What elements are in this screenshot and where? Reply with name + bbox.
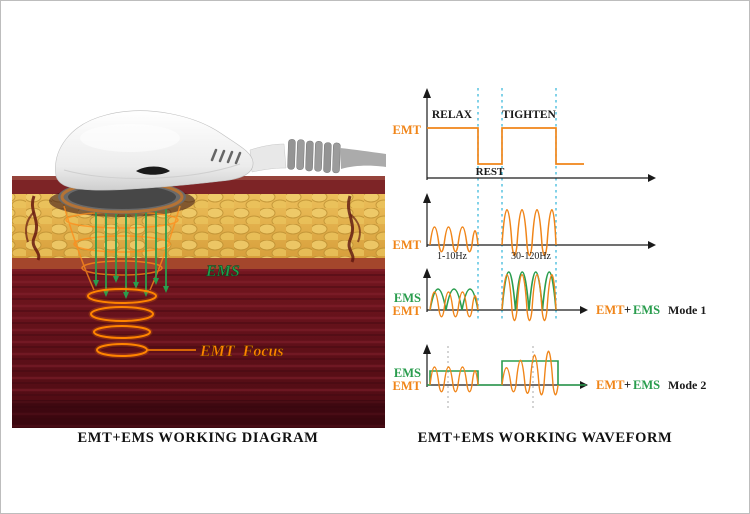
head-coil [68,185,176,209]
panel4-emt-wave [429,350,559,396]
panel3-ems-label: EMS [394,291,421,305]
vessel-left-branch [25,211,35,243]
waveform-chart: EMT RELAX TIGHTEN REST EMT 1-10Hz 30-120… [393,88,706,408]
freq-low-label: 1-10Hz [437,251,468,262]
muscle-deep-shadow [12,400,385,428]
panel4-ems-label: EMS [394,366,421,380]
cable-rib-collar [287,139,341,174]
panel3-x-arrow-icon [580,306,588,314]
tissue-cross-section [12,176,385,428]
brand-logo-icon [136,166,170,175]
panel2-emt-label: EMT [393,238,422,252]
handpiece [55,110,386,214]
relax-label: RELAX [432,109,473,121]
mode2-emt-label: EMT [596,378,625,392]
mode1-ems-label: EMS [633,303,660,317]
device-illustration: EMS EMT Focus [12,110,386,428]
emt-focus-label: EMT Focus [199,343,284,360]
caption-left: EMT+EMS WORKING DIAGRAM [78,430,319,446]
vent-slits [210,148,242,165]
panel2-x-arrow-icon [648,241,656,249]
panel1-x-arrow-icon [648,174,656,182]
panel2-low-freq-wave [429,226,479,253]
panel2-high-freq-wave [501,209,557,257]
emt-focus-rings [85,286,159,359]
body-highlight [80,124,180,152]
rest-label: REST [476,166,505,178]
panel1-square-wave [427,127,584,165]
mode2-name: Mode 2 [668,378,706,392]
grey-gridlines [447,346,534,408]
panel4-ems-envelope [427,360,586,386]
panel2-y-arrow-icon [423,193,431,203]
panel4-emt-label: EMT [393,379,422,393]
panel3-emt-wave [429,274,557,322]
panel3-ems-envelope [429,271,557,311]
body-seam [63,163,241,179]
cyan-gridlines [477,88,557,320]
panel1-emt-label: EMT [393,123,422,137]
mode2-ems-label: EMS [633,378,660,392]
panel4: EMS EMT EMT + EMS Mode 2 [393,344,706,396]
panel4-y-arrow-icon [423,344,431,354]
panel3: EMS EMT EMT + EMS Mode 1 [393,268,706,322]
tighten-label: TIGHTEN [502,109,556,121]
mode1-emt-label: EMT [596,303,625,317]
freq-high-label: 30-120Hz [511,251,552,262]
panel3-y-arrow-icon [423,268,431,278]
handle-neck [249,143,287,173]
mode1-name: Mode 1 [668,303,706,317]
vessel-right-branch [349,213,361,243]
mode1-plus: + [624,303,631,317]
ems-arrows [93,202,169,299]
panel1-y-arrow-icon [423,88,431,98]
panel3-emt-label: EMT [393,304,422,318]
caption-right: EMT+EMS WORKING WAVEFORM [418,430,673,446]
cable [340,148,386,169]
membrane-layer [12,258,385,269]
mode2-plus: + [624,378,631,392]
panel1: EMT RELAX TIGHTEN REST [393,88,656,182]
vessel-right [347,195,355,263]
panel2: EMT 1-10Hz 30-120Hz [393,193,656,262]
ems-label: EMS [205,263,240,280]
vessel-left [31,195,41,261]
